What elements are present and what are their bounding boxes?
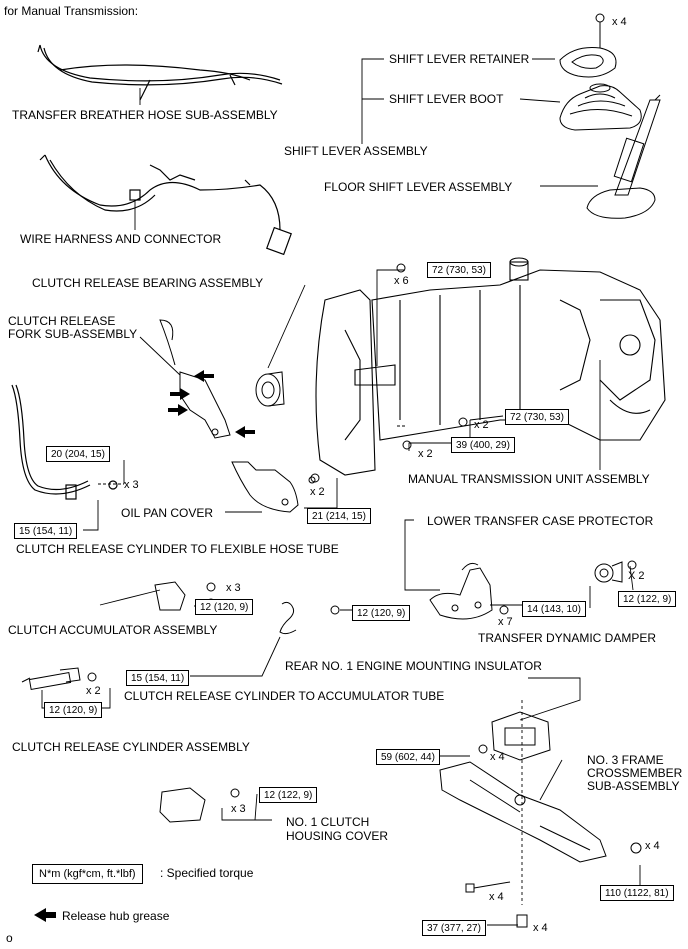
label-floor-shift-lever: FLOOR SHIFT LEVER ASSEMBLY [324, 180, 513, 194]
label-lower-transfer-protector: LOWER TRANSFER CASE PROTECTOR [427, 514, 654, 528]
leader-lines [41, 58, 641, 926]
qty-39: x 2 [418, 448, 433, 460]
shift-lever-boot-drawing [559, 83, 642, 131]
qty-trans-top: x 6 [394, 275, 409, 287]
transmission-drawing [315, 257, 666, 476]
label-release-bearing: CLUTCH RELEASE BEARING ASSEMBLY [32, 276, 264, 290]
floor-shift-lever-drawing [586, 94, 661, 219]
qty-21: x 2 [310, 486, 325, 498]
label-manual-transmission: MANUAL TRANSMISSION UNIT ASSEMBLY [408, 472, 650, 486]
breather-hose-drawing [37, 44, 283, 101]
qty-37: x 4 [533, 922, 548, 934]
label-crossmember-line1: NO. 3 FRAME [587, 753, 664, 767]
qty-72-side: x 2 [474, 419, 489, 431]
qty-cylinder: x 2 [86, 685, 101, 697]
label-shift-lever-assembly: SHIFT LEVER ASSEMBLY [284, 144, 428, 158]
label-crossmember-line3: SUB-ASSEMBLY [587, 779, 680, 793]
qty-110: x 4 [645, 840, 660, 852]
torque-12-tube: 12 (120, 9) [352, 605, 411, 621]
release-cylinder-drawing [21, 667, 97, 690]
rear-insulator-drawing [478, 711, 551, 761]
qty-damper: X 2 [628, 570, 645, 582]
torque-72-side: 72 (730, 53) [505, 409, 569, 425]
torque-12-accumulator: 12 (120, 9) [195, 599, 254, 615]
flexible-hose-tube-drawing [11, 384, 118, 500]
torque-15-acc-tube: 15 (154, 11) [126, 670, 190, 686]
torque-14: 14 (143, 10) [522, 601, 586, 617]
torque-12-housing: 12 (122, 9) [259, 787, 318, 803]
torque-110: 110 (1122, 81) [600, 885, 674, 901]
label-shift-lever-boot: SHIFT LEVER BOOT [389, 92, 504, 106]
qty-retainer: x 4 [612, 16, 627, 28]
legend-torque-box: N*m (kgf*cm, ft.*lbf) [32, 864, 143, 884]
torque-12-cylinder: 12 (120, 9) [44, 702, 103, 718]
dynamic-damper-drawing [594, 561, 623, 583]
torque-59: 59 (602, 44) [376, 749, 440, 765]
oil-pan-cover-drawing [231, 461, 316, 513]
label-crossmember-line2: CROSSMEMBER [587, 766, 683, 780]
torque-15-hose-tube: 15 (154, 11) [14, 523, 78, 539]
label-oil-pan-cover: OIL PAN COVER [121, 506, 214, 520]
grease-arrows-drawing [168, 370, 255, 438]
label-cyl-to-acc-tube: CLUTCH RELEASE CYLINDER TO ACCUMULATOR T… [124, 689, 445, 703]
qty-bolt: x 4 [489, 891, 504, 903]
qty-59: x 4 [490, 751, 505, 763]
label-shift-lever-retainer: SHIFT LEVER RETAINER [389, 52, 530, 66]
legend-torque-desc: : Specified torque [160, 866, 254, 880]
label-housing-cover-line1: NO. 1 CLUTCH [286, 815, 370, 829]
legend-grease-desc: Release hub grease [62, 909, 170, 923]
torque-20: 20 (204, 15) [46, 446, 110, 462]
label-release-cylinder: CLUTCH RELEASE CYLINDER ASSEMBLY [12, 740, 250, 754]
wire-harness-drawing [39, 154, 292, 256]
crossmember-drawing [439, 761, 642, 863]
label-wire-harness: WIRE HARNESS AND CONNECTOR [20, 232, 222, 246]
torque-72-top: 72 (730, 53) [427, 262, 491, 278]
label-cyl-to-hose-tube: CLUTCH RELEASE CYLINDER TO FLEXIBLE HOSE… [16, 542, 339, 556]
long-bolt-drawing [465, 881, 528, 928]
torque-37: 37 (377, 27) [422, 920, 486, 936]
shift-lever-retainer-drawing [559, 13, 617, 78]
label-release-fork-line1: CLUTCH RELEASE [8, 314, 116, 328]
footer-code: o [6, 931, 13, 945]
torque-12-damper: 12 (122, 9) [618, 591, 677, 607]
torque-21: 21 (214, 15) [307, 508, 371, 524]
release-bearing-drawing [255, 371, 285, 407]
qty-20: x 3 [124, 479, 139, 491]
housing-cover-drawing [159, 787, 240, 823]
torque-39: 39 (400, 29) [451, 437, 515, 453]
qty-accumulator: x 3 [226, 582, 241, 594]
label-housing-cover-line2: HOUSING COVER [286, 829, 389, 843]
diagram-title: for Manual Transmission: [4, 4, 139, 18]
label-dynamic-damper: TRANSFER DYNAMIC DAMPER [478, 631, 657, 645]
qty-housing: x 3 [231, 803, 246, 815]
label-accumulator: CLUTCH ACCUMULATOR ASSEMBLY [8, 623, 218, 637]
qty-tube: x 7 [498, 616, 513, 628]
label-release-fork-line2: FORK SUB-ASSEMBLY [8, 327, 138, 341]
accumulator-tube-drawing [279, 601, 340, 635]
label-breather-hose: TRANSFER BREATHER HOSE SUB-ASSEMBLY [12, 108, 278, 122]
lower-transfer-protector-drawing [429, 562, 493, 620]
legend-grease-arrow [34, 908, 56, 922]
release-fork-drawing [159, 319, 231, 439]
bolt-heads-drawing [310, 263, 637, 615]
label-rear-insulator: REAR NO. 1 ENGINE MOUNTING INSULATOR [285, 659, 542, 673]
